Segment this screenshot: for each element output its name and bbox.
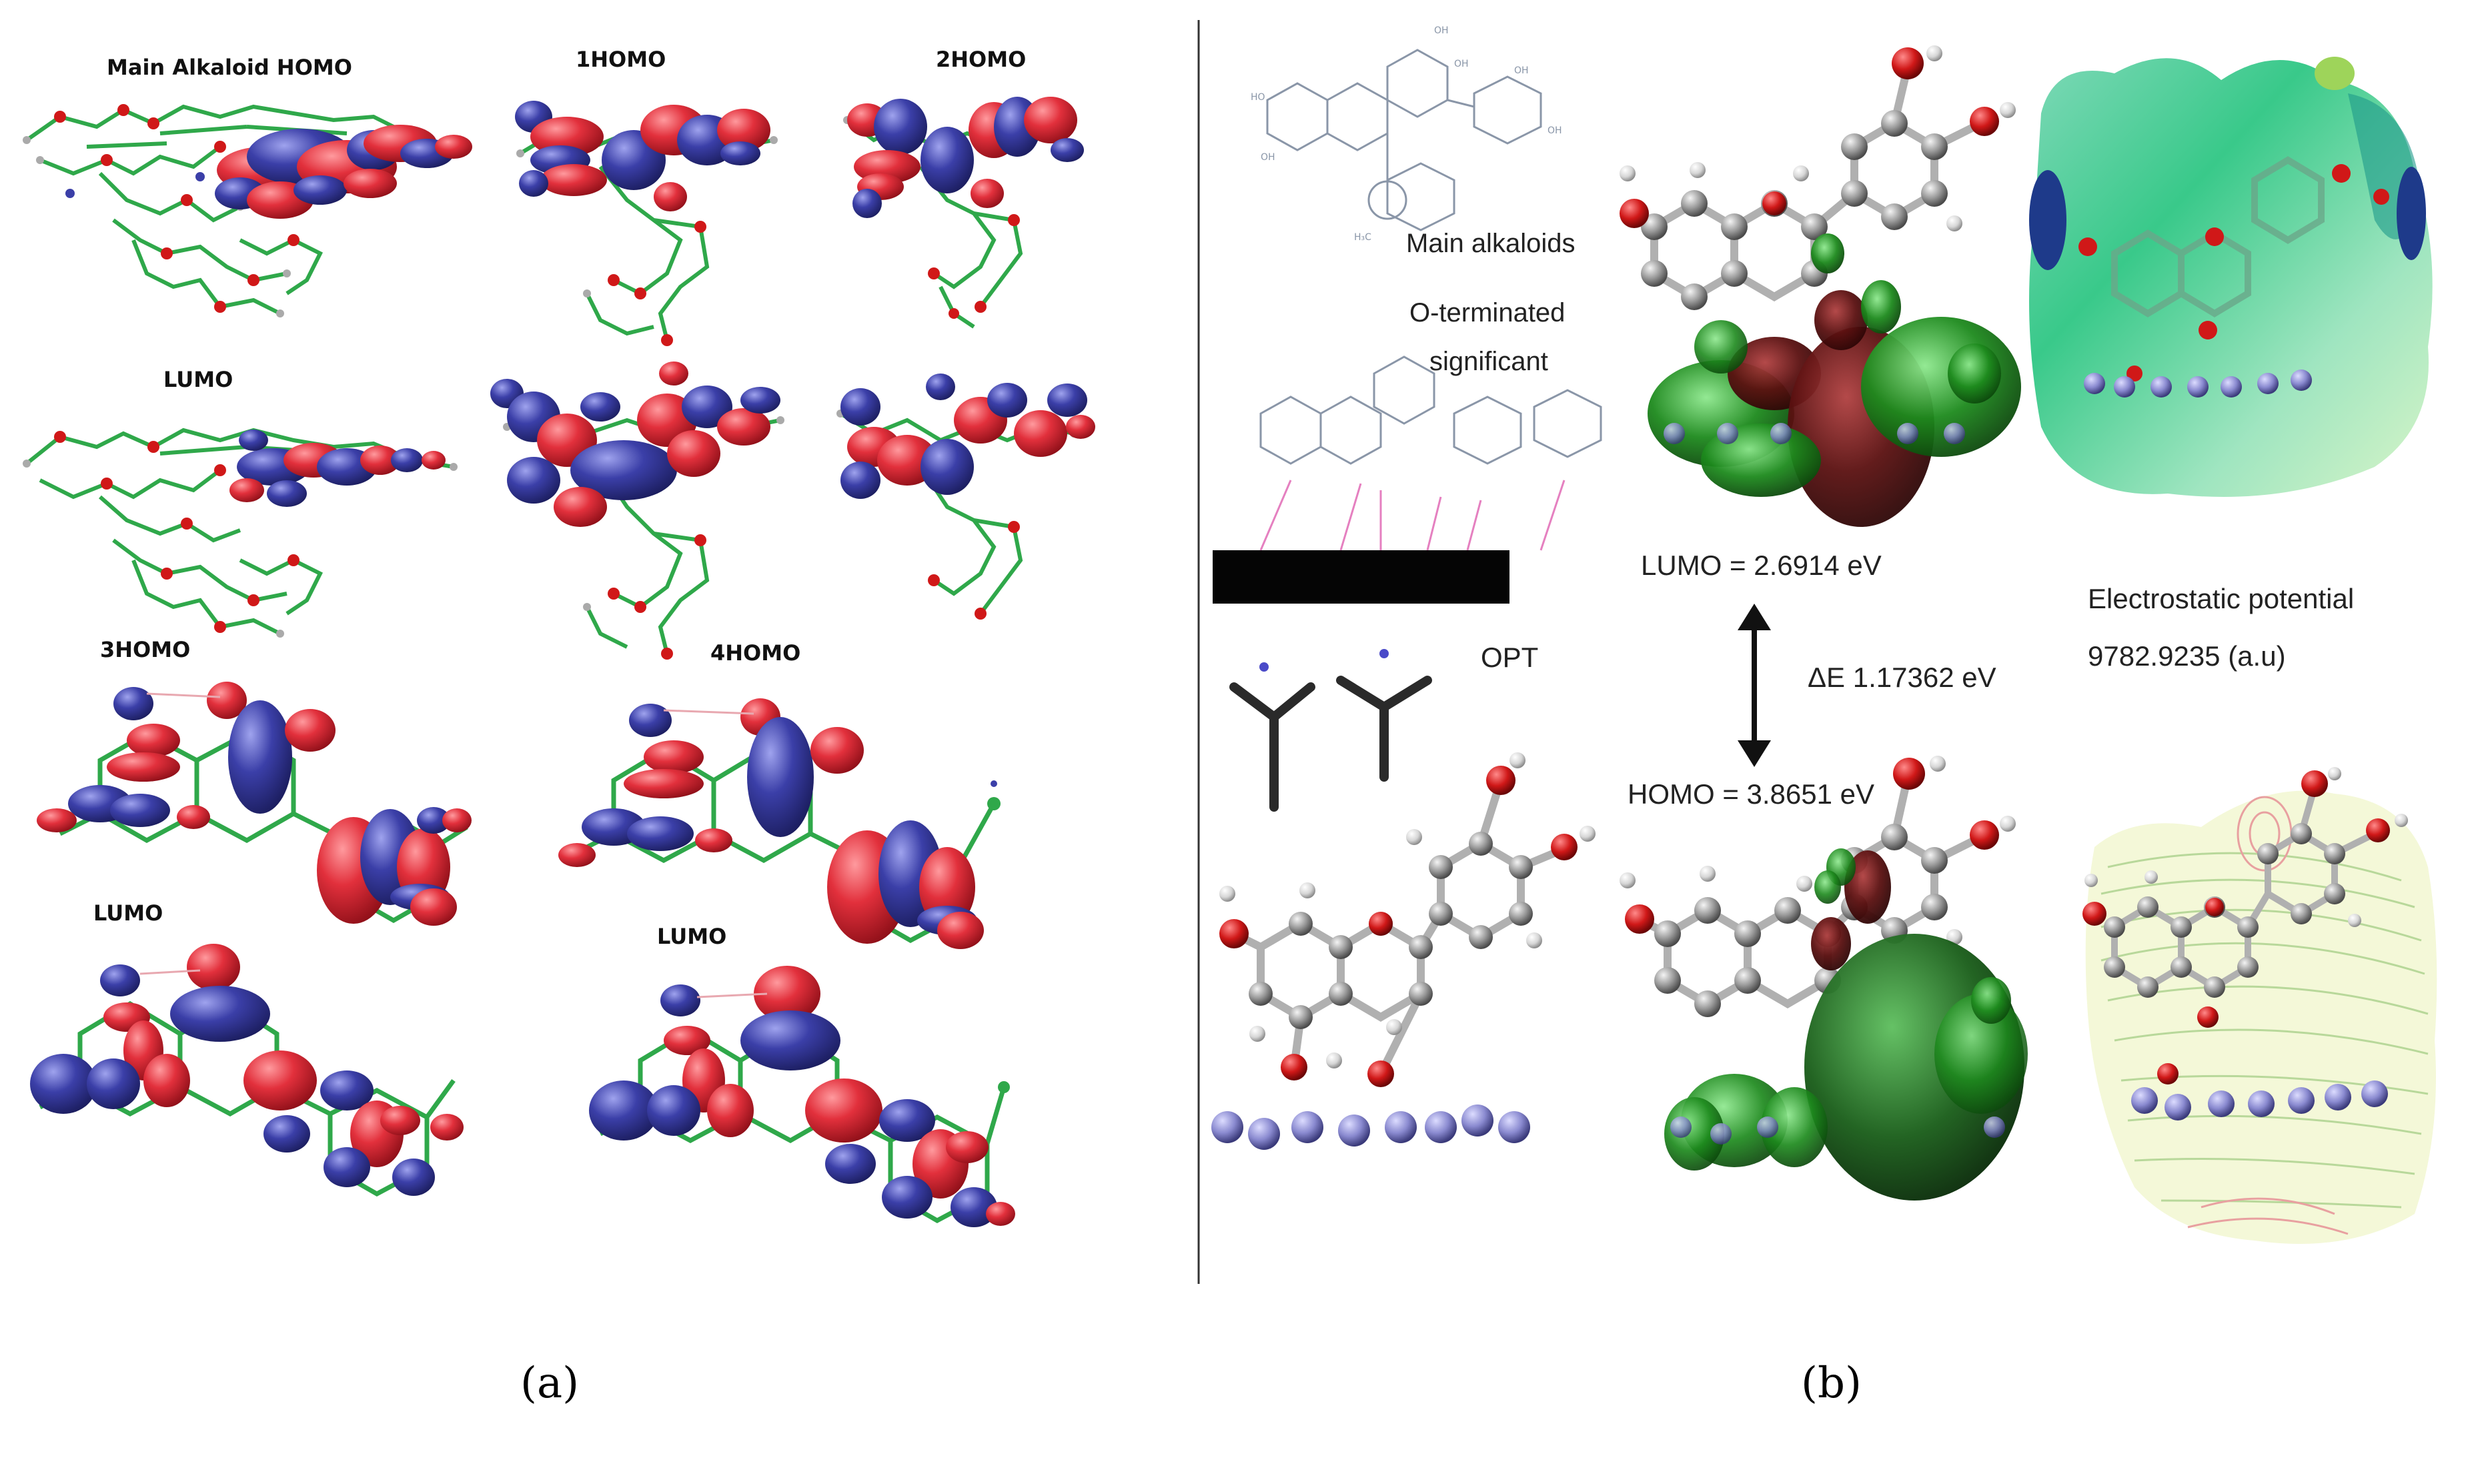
svg-text:HO: HO xyxy=(1251,92,1265,103)
optimized-molecule xyxy=(1211,752,1596,1150)
homo2-molecule xyxy=(843,97,1084,329)
label-esp-value: 9782.9235 (a.u) xyxy=(2088,640,2286,672)
label-homo4: 4HOMO xyxy=(710,640,800,666)
surface-atoms-opt xyxy=(1211,1104,1530,1150)
label-homo3: 3HOMO xyxy=(100,637,190,662)
homo3-molecule xyxy=(37,682,472,926)
label-main-alkaloids: Main alkaloids xyxy=(1406,229,1575,258)
lumo-left-molecule xyxy=(30,944,464,1197)
caption-b: (b) xyxy=(1801,1359,1862,1408)
panel-a: Main Alkaloid HOMO 1HOMO 2HOMO LUMO 3HOM… xyxy=(23,47,1095,1408)
electrode-surface-bar xyxy=(1213,550,1509,604)
label-esp-title: Electrostatic potential xyxy=(2088,583,2354,614)
label-delta-e: ΔE 1.17362 eV xyxy=(1808,662,1996,693)
label-main-alkaloid-homo: Main Alkaloid HOMO xyxy=(107,55,352,80)
homo4-molecule xyxy=(558,698,1001,949)
opt-atom-2 xyxy=(1379,649,1389,658)
svg-text:H₃C: H₃C xyxy=(1354,232,1371,243)
adsorbed-structure-sketch xyxy=(1259,355,1602,465)
label-opt: OPT xyxy=(1481,642,1538,673)
esp-contour-map xyxy=(2082,767,2437,1244)
panel-b: OH OH HO OH OH OH H₃C Main alkaloids O-term… xyxy=(1211,25,2437,1408)
lumo-right-molecule xyxy=(589,966,1015,1227)
homo1-molecule xyxy=(515,101,778,346)
label-significant: significant xyxy=(1429,347,1548,376)
opt-sketch xyxy=(1229,676,1432,812)
label-lumo-right: LUMO xyxy=(657,924,726,949)
homo-orbital-molecule xyxy=(1620,756,2028,1201)
electrostatic-potential-surface xyxy=(2029,57,2433,498)
structure-sketch-atoms: OH OH HO OH OH OH H₃C xyxy=(1251,25,1562,243)
label-homo2: 2HOMO xyxy=(936,47,1026,72)
opt-atom-1 xyxy=(1259,662,1269,672)
lumo-main-molecule xyxy=(23,428,458,638)
label-lumo-left: LUMO xyxy=(93,900,163,926)
svg-text:OH: OH xyxy=(1454,59,1469,69)
label-lumo-energy: LUMO = 2.6914 eV xyxy=(1641,550,1882,581)
label-homo-energy: HOMO = 3.8651 eV xyxy=(1628,778,1874,810)
lumo-homo1-molecule xyxy=(490,361,784,660)
lumo-homo2-molecule xyxy=(836,374,1095,620)
svg-text:OH: OH xyxy=(1261,152,1275,163)
caption-a: (a) xyxy=(520,1359,579,1408)
svg-text:OH: OH xyxy=(1434,25,1449,36)
label-o-terminated: O-terminated xyxy=(1409,298,1565,327)
main-alkaloid-homo-molecule xyxy=(23,104,472,317)
label-homo1: 1HOMO xyxy=(576,47,666,72)
svg-text:OH: OH xyxy=(1514,65,1529,76)
lumo-orbital-molecule xyxy=(1620,45,2021,527)
main-alkaloids-structure-sketch xyxy=(1266,49,1542,231)
adsorption-bonds xyxy=(1259,480,1566,551)
label-lumo-top: LUMO xyxy=(163,367,233,392)
svg-text:OH: OH xyxy=(1548,125,1562,136)
energy-gap-arrow xyxy=(1738,604,1771,767)
